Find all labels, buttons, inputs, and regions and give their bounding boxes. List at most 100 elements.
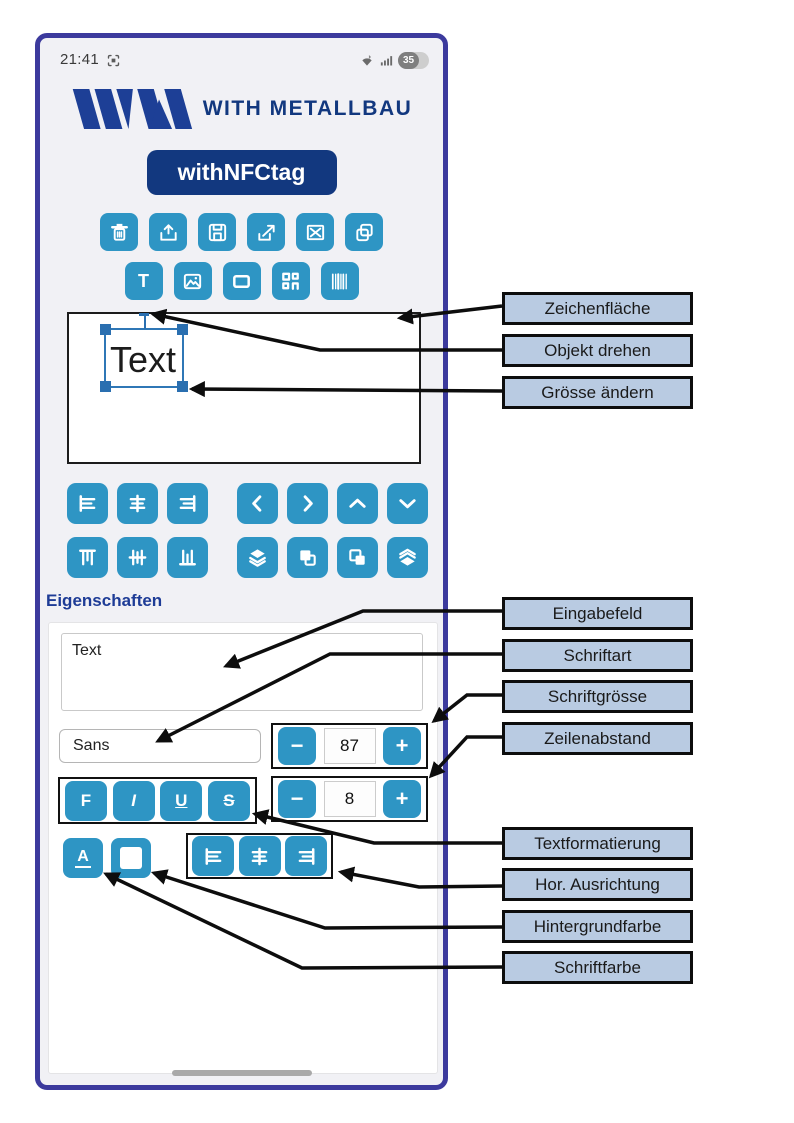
callout-zeilenabstand: Zeilenabstand	[502, 722, 693, 755]
home-indicator[interactable]	[171, 1070, 312, 1076]
barcode-icon	[328, 270, 351, 293]
brand-header: WITH METALLBAU	[40, 86, 443, 132]
bring-forward-button[interactable]	[287, 537, 328, 578]
callout-groesse-aendern: Grösse ändern	[502, 376, 693, 409]
line-spacing-stepper: − 8 +	[271, 776, 428, 822]
move-right-button[interactable]	[287, 483, 328, 524]
text-align-left-button[interactable]	[192, 836, 234, 876]
text-align-right-button[interactable]	[285, 836, 327, 876]
line-spacing-increase-button[interactable]: +	[383, 780, 421, 818]
duplicate-button[interactable]	[345, 213, 383, 251]
background-color-swatch-icon	[120, 847, 142, 869]
font-color-icon: A	[75, 848, 91, 868]
send-to-back-button[interactable]	[387, 537, 428, 578]
resize-handle-bottom-right[interactable]	[177, 381, 188, 392]
align-top-icon	[76, 546, 99, 569]
bring-forward-icon	[296, 546, 319, 569]
qrcode-icon	[279, 270, 302, 293]
status-bar: 21:41 35	[40, 50, 443, 72]
bring-to-front-button[interactable]	[237, 537, 278, 578]
signal-icon	[379, 53, 394, 68]
add-rectangle-button[interactable]	[222, 262, 261, 300]
align-center-horizontal-button[interactable]	[117, 483, 158, 524]
font-size-stepper: − 87 +	[271, 723, 428, 769]
align-left-icon	[76, 492, 99, 515]
background-color-button[interactable]	[111, 838, 151, 878]
toolbar-row-2: T	[40, 262, 443, 300]
text-align-center-button[interactable]	[238, 836, 281, 876]
align-middle-vertical-button[interactable]	[117, 537, 158, 578]
align-top-button[interactable]	[67, 537, 108, 578]
underline-button[interactable]: U	[160, 780, 203, 821]
trash-icon	[108, 221, 131, 244]
layers-front-icon	[246, 546, 269, 569]
phone-screen: 21:41 35 WITH	[35, 33, 448, 1090]
canvas-text: Text	[110, 339, 177, 380]
line-spacing-decrease-button[interactable]: −	[278, 780, 316, 818]
app-name-badge: withNFCtag	[146, 150, 337, 195]
add-qrcode-button[interactable]	[271, 262, 310, 300]
line-spacing-value: 8	[323, 781, 376, 817]
delete-button[interactable]	[100, 213, 138, 251]
chevron-right-icon	[296, 492, 319, 515]
align-center-horizontal-icon	[126, 492, 149, 515]
upload-button[interactable]	[149, 213, 187, 251]
callout-zeichenflaeche: Zeichenfläche	[502, 292, 693, 325]
add-barcode-button[interactable]	[320, 262, 359, 300]
align-right-icon	[295, 845, 318, 868]
text-format-group: F I U S	[58, 777, 257, 824]
battery-indicator: 35	[398, 52, 429, 69]
rotate-handle[interactable]	[144, 315, 146, 329]
resize-handle-top-right[interactable]	[177, 324, 188, 335]
resize-handle-bottom-left[interactable]	[100, 381, 111, 392]
export-icon	[255, 221, 278, 244]
align-bottom-button[interactable]	[167, 537, 208, 578]
font-size-increase-button[interactable]: +	[383, 727, 421, 765]
duplicate-icon	[353, 221, 376, 244]
font-color-button[interactable]: A	[63, 838, 103, 878]
font-size-value: 87	[323, 728, 376, 764]
properties-heading: Eigenschaften	[46, 591, 163, 610]
export-button[interactable]	[247, 213, 285, 251]
battery-percent: 35	[398, 52, 419, 69]
align-center-horizontal-icon	[248, 845, 271, 868]
font-family-value: Sans	[73, 737, 110, 754]
italic-button[interactable]: I	[112, 780, 155, 821]
clock: 21:41	[60, 51, 100, 68]
image-icon	[181, 270, 204, 293]
screenshot-icon	[106, 53, 121, 68]
text-content-input[interactable]	[61, 633, 423, 711]
send-backward-button[interactable]	[337, 537, 378, 578]
font-family-select[interactable]: Sans	[59, 729, 261, 763]
clear-button[interactable]	[296, 213, 334, 251]
move-down-button[interactable]	[387, 483, 428, 524]
wm-logo-icon	[72, 88, 192, 130]
drawing-canvas[interactable]: Text	[67, 312, 421, 464]
font-size-decrease-button[interactable]: −	[278, 727, 316, 765]
upload-icon	[157, 221, 180, 244]
align-right-button[interactable]	[167, 483, 208, 524]
toolbar-row-1	[40, 213, 443, 251]
callout-hor-ausrichtung: Hor. Ausrichtung	[502, 868, 693, 901]
toolbar-row-3	[67, 483, 428, 524]
resize-handle-top-left[interactable]	[100, 324, 111, 335]
wifi-icon	[359, 53, 375, 69]
callout-eingabefeld: Eingabefeld	[502, 597, 693, 630]
move-left-button[interactable]	[237, 483, 278, 524]
save-button[interactable]	[198, 213, 236, 251]
x-box-icon	[304, 221, 327, 244]
layers-back-icon	[396, 546, 419, 569]
align-left-button[interactable]	[67, 483, 108, 524]
move-up-button[interactable]	[337, 483, 378, 524]
chevron-left-icon	[246, 492, 269, 515]
add-image-button[interactable]	[173, 262, 212, 300]
chevron-up-icon	[346, 492, 369, 515]
callout-schriftgroesse: Schriftgrösse	[502, 680, 693, 713]
callout-objekt-drehen: Objekt drehen	[502, 334, 693, 367]
bold-button[interactable]: F	[65, 780, 107, 821]
callout-schriftart: Schriftart	[502, 639, 693, 672]
add-text-button[interactable]: T	[124, 262, 163, 300]
selected-text-object[interactable]: Text	[100, 313, 188, 392]
strikethrough-button[interactable]: S	[207, 780, 250, 821]
rotate-handle-bar[interactable]	[139, 313, 149, 316]
